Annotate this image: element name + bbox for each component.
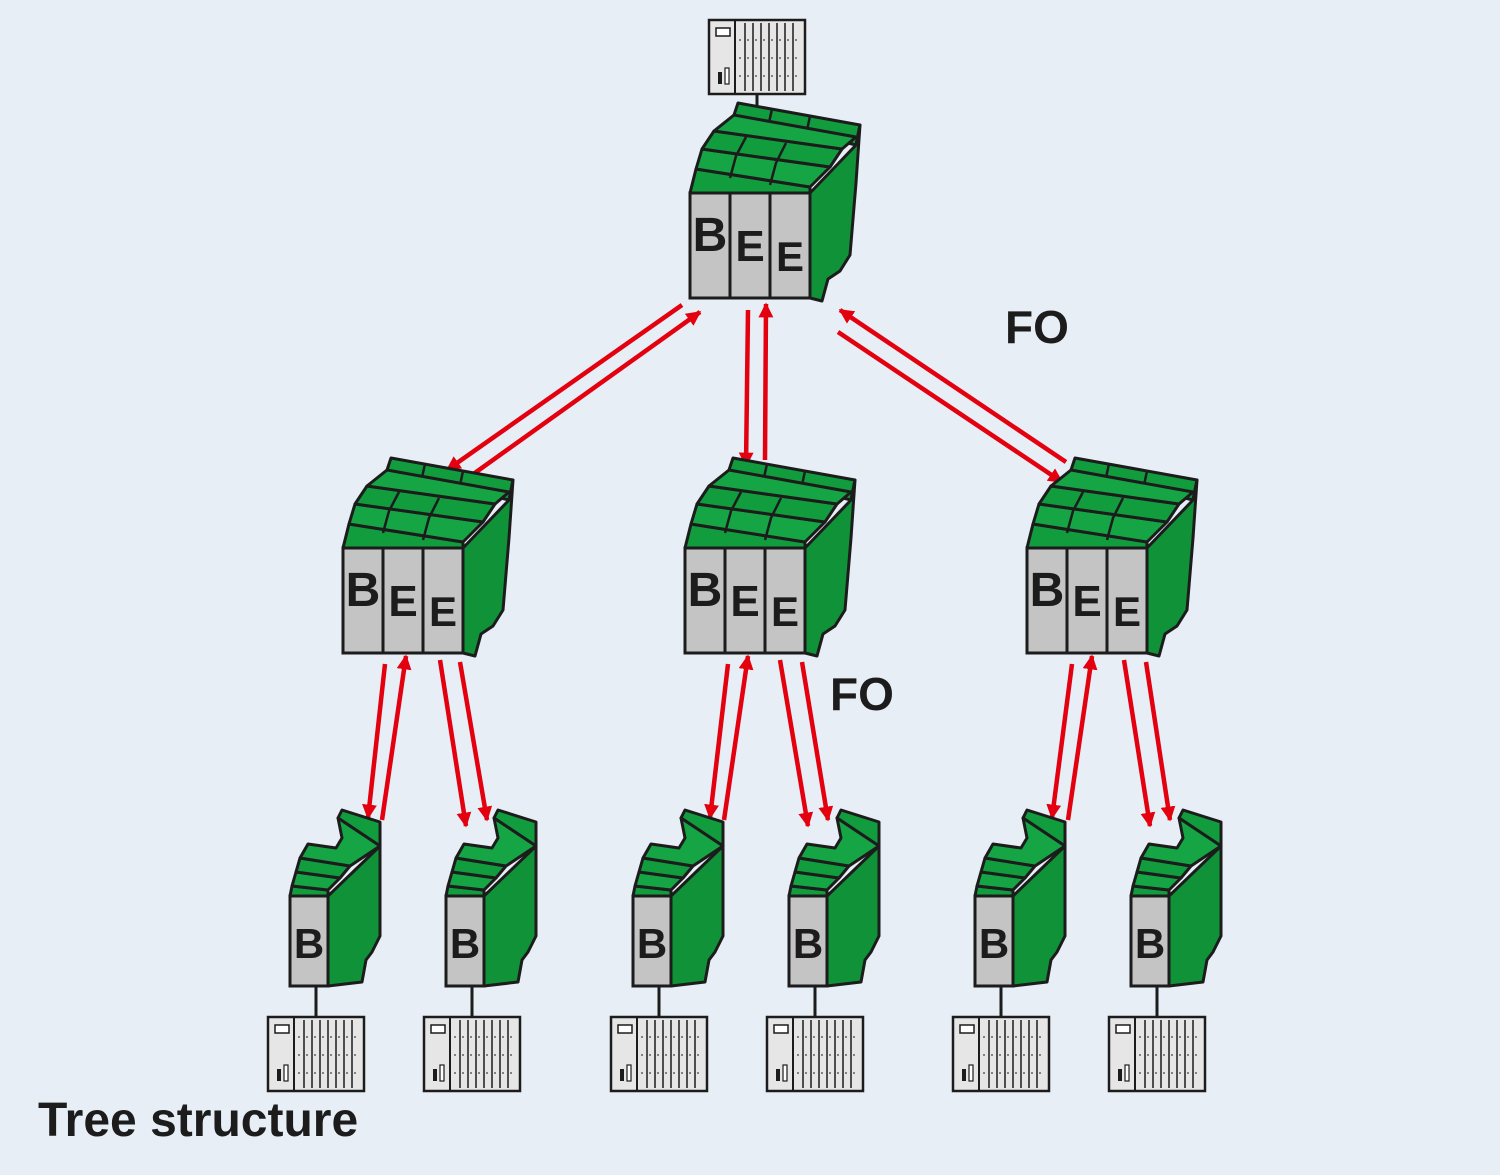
fiber-optic-arrow-6 [838,308,1068,464]
plc-top-icon [707,18,807,96]
fiber-optic-arrow-11 [704,663,731,820]
branch-module-3-letter-1: B [1030,564,1065,617]
plc-leaf-1-icon [266,1015,366,1093]
fiber-optic-arrow-4 [758,302,774,461]
fiber-optic-arrow-9 [437,659,472,828]
fiber-optic-arrow-1 [445,303,684,472]
leaf-module-5: B [973,808,1067,988]
fiber-optic-arrow-5 [836,330,1064,484]
root-module-letter-2: E [735,222,764,271]
fiber-optic-links [362,302,1176,828]
fiber-optic-arrow-7 [362,663,388,820]
fo-label-middle: FO [830,668,894,720]
leaf-module-1: B [288,808,382,988]
plc-leaf-2-icon [422,1015,522,1093]
plc-leaf-6-icon [1107,1015,1207,1093]
fiber-optic-arrow-2 [463,310,702,482]
branch-module-3-letter-2: E [1072,577,1101,626]
root-module-letter-3: E [776,233,804,280]
fiber-optic-arrow-16 [1065,654,1098,821]
fiber-optic-arrow-12 [721,654,754,821]
fiber-optic-arrow-13 [777,659,814,828]
diagram-title: Tree structure [38,1094,358,1147]
fo-label-top: FO [1005,301,1069,353]
branch-module-2-letter-1: B [688,564,723,617]
leaf-module-4-letter: B [793,920,823,967]
leaf-module-5-letter: B [979,920,1009,967]
fiber-optic-arrow-8 [379,654,412,821]
leaf-module-3: B [631,808,725,988]
leaf-module-6-letter: B [1135,920,1165,967]
branch-module-1-letter-3: E [429,588,457,635]
branch-module-2-letter-3: E [771,588,799,635]
plc-leaf-4-icon [765,1015,865,1093]
fiber-optic-arrow-18 [1143,661,1176,822]
plc-leaf-3-icon [609,1015,709,1093]
fiber-optic-arrow-10 [457,661,493,822]
fiber-optic-arrow-17 [1121,659,1156,828]
fiber-optic-arrow-14 [799,661,834,822]
branch-module-1-letter-1: B [346,564,381,617]
leaf-module-2-letter: B [450,920,480,967]
branch-module-1-letter-2: E [388,577,417,626]
root-module-letter-1: B [693,209,728,262]
branch-module-2-letter-2: E [730,577,759,626]
leaf-module-4: B [787,808,881,988]
branch-module-3-letter-3: E [1113,588,1141,635]
leaf-module-3-letter: B [637,920,667,967]
controllers-layer [266,18,1207,1093]
plc-leaf-5-icon [951,1015,1051,1093]
leaf-module-6: B [1129,808,1223,988]
fiber-optic-arrow-3 [738,309,754,468]
leaf-module-1-letter: B [294,920,324,967]
fiber-optic-arrow-15 [1046,663,1075,820]
leaf-module-2: B [444,808,538,988]
